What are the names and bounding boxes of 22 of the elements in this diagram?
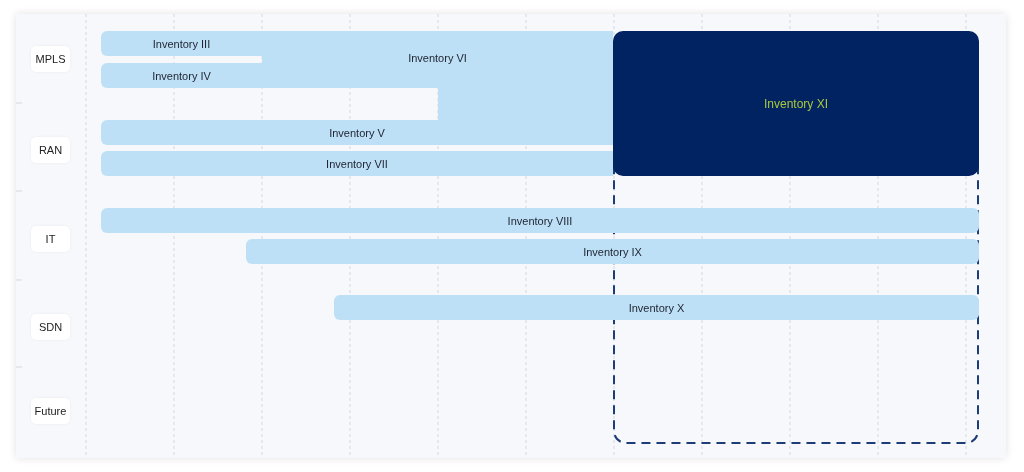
bar-label: Inventory IX	[583, 245, 642, 258]
bar-label: Inventory IV	[152, 69, 211, 82]
row-label-text: Future	[34, 405, 67, 417]
row-label-text: SDN	[38, 321, 63, 333]
bar-label: Inventory V	[329, 126, 385, 139]
row-label-text: RAN	[38, 144, 63, 156]
highlight-box	[613, 31, 979, 176]
timeline-bar	[101, 151, 613, 176]
row-label-text: MPLS	[35, 53, 66, 65]
bar-label: Inventory XI	[764, 96, 828, 111]
timeline-bar	[101, 63, 262, 88]
timeline-bar	[334, 295, 979, 320]
timeline-bar	[101, 208, 979, 233]
timeline-bar	[101, 120, 613, 145]
timeline-bar	[101, 31, 262, 56]
bar-label: Inventory X	[628, 301, 685, 314]
row-label-text: IT	[45, 233, 56, 245]
bar-label: Inventory VI	[408, 52, 467, 64]
bar-label: Inventory III	[152, 37, 211, 50]
bar-label: Inventory VII	[326, 157, 388, 170]
bar-label: Inventory VIII	[507, 214, 573, 227]
timeline-bar	[246, 239, 979, 264]
